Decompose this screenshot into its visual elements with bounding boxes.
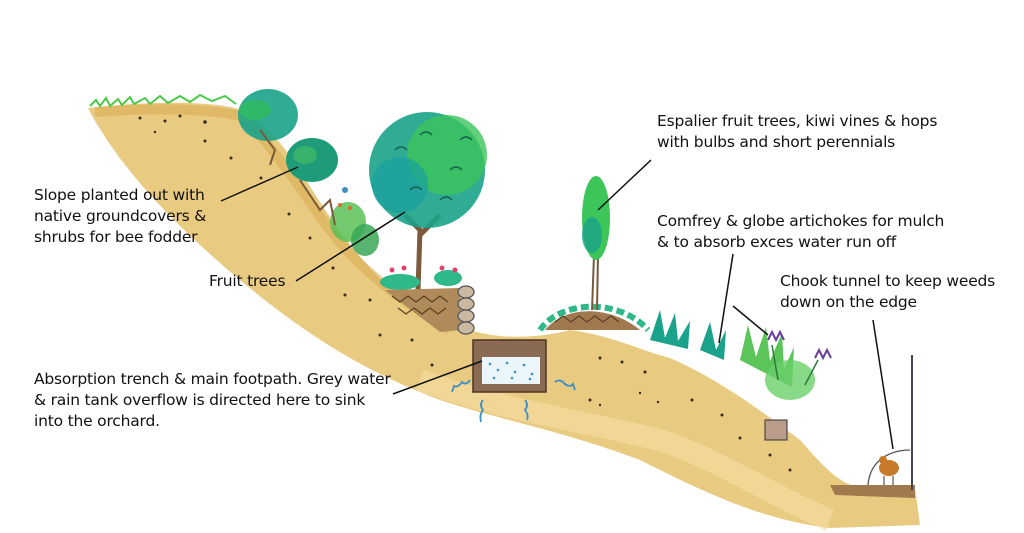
annotation-fruit-trees: Fruit trees: [209, 272, 286, 290]
annotation-comfrey: Comfrey & globe artichokes for mulch & t…: [657, 212, 945, 251]
annotation-chook-tunnel: Chook tunnel to keep weeds down on the e…: [780, 272, 996, 311]
soil-profile: [88, 102, 920, 531]
grass-groundcover: [89, 93, 237, 108]
chook-tunnel: [830, 355, 915, 498]
perennial-flowers: [380, 265, 462, 290]
annotation-absorption-trench: Absorption trench & main footpath. Grey …: [34, 370, 391, 430]
annotation-espalier: Espalier fruit trees, kiwi vines & hops …: [657, 112, 938, 151]
comfrey-artichokes: [650, 310, 832, 441]
absorption-trench: [451, 339, 576, 423]
fruit-tree: [369, 112, 487, 291]
leader-lines: [220, 159, 894, 450]
slope-shrubs: [238, 89, 379, 256]
terrace-wall: [385, 285, 475, 335]
annotation-slope: Slope planted out with native groundcove…: [34, 186, 207, 246]
espalier-mound: [537, 176, 651, 333]
